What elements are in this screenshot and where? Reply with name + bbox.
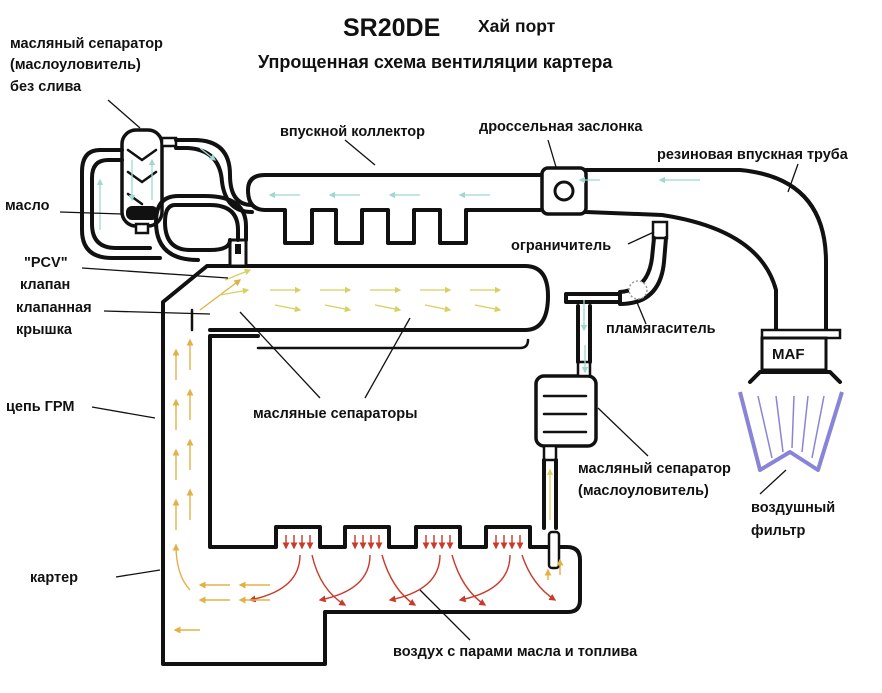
label-left-separator-1: масляный сепаратор — [10, 36, 163, 52]
throttle-plate-icon — [553, 180, 575, 202]
maf-sensor — [760, 336, 828, 372]
leader-lines — [59, 99, 799, 641]
label-right-separator-2: (маслоуловитель) — [578, 483, 709, 499]
left-oil-separator — [120, 128, 178, 235]
label-pcv-1: "PCV" — [24, 255, 68, 271]
label-air-filter-1: воздушный — [751, 500, 835, 516]
hose-pcv-outer — [154, 194, 248, 262]
intake-manifold — [246, 166, 588, 245]
diagram-heading: Упрощенная схема вентиляции картера — [258, 52, 613, 72]
right-separator-outlet — [576, 360, 592, 378]
label-right-separator-1: масляный сепаратор — [578, 461, 731, 477]
label-blowby: воздух с парами масла и топлива — [393, 644, 638, 660]
maf-lower-collar — [748, 370, 842, 384]
left-separator-outlet — [160, 136, 178, 148]
hose-tee-to-restrictor — [618, 236, 668, 306]
blowby-arrows-hot — [248, 535, 557, 606]
label-crankcase: картер — [30, 570, 78, 586]
label-restrictor: ограничитель — [511, 238, 611, 254]
label-valve-cover-2: крышка — [16, 322, 73, 338]
right-separator-baffles — [542, 394, 588, 434]
tee-fitting — [564, 292, 622, 304]
hose-crankcase-to-separator — [542, 458, 558, 530]
label-valve-cover-1: клапанная — [16, 300, 92, 316]
hose-separator-to-tee — [576, 304, 592, 364]
label-oil: масло — [5, 198, 50, 214]
hose-left-loop — [80, 148, 162, 260]
intake-manifold-outline — [246, 173, 542, 245]
engine-block — [161, 238, 582, 666]
label-flame-arrestor: пламягаситель — [606, 321, 716, 337]
hose-separator-to-manifold-outer — [174, 146, 254, 214]
label-left-separator-3: без слива — [10, 79, 82, 95]
engine-outer-outline — [161, 264, 582, 666]
valve-cover-lower-edge — [256, 338, 530, 350]
label-air-filter-2: фильтр — [751, 523, 806, 539]
right-separator-body — [534, 374, 598, 448]
label-rubber-pipe: резиновая впускная труба — [657, 147, 849, 163]
hose-separator-to-manifold — [174, 138, 254, 207]
hose-pcv-to-separator — [163, 203, 240, 252]
oil-reservoir — [126, 206, 158, 220]
intake-pipe-bottom — [584, 210, 778, 332]
diagram-title: SR20DE — [343, 14, 440, 42]
blowby-arrows-oily — [172, 279, 564, 634]
intake-pipe-top — [584, 168, 828, 332]
clean-air-arrows — [96, 147, 700, 374]
label-pcv-2: клапан — [20, 277, 70, 293]
pcv-valve-core — [235, 244, 241, 254]
flame-arrestor — [628, 280, 648, 300]
flow-arrows — [96, 147, 700, 634]
hose-left-loop-inner — [90, 158, 152, 250]
label-throttle: дроссельная заслонка — [479, 119, 643, 135]
intake-pipe: MAF — [584, 168, 844, 472]
label-oil-separators: масляные сепараторы — [253, 406, 417, 422]
label-timing-chain: цепь ГРМ — [6, 399, 74, 415]
label-intake-manifold: впускной коллектор — [280, 124, 425, 140]
label-left-separator-2: (маслоуловитель) — [10, 57, 141, 73]
air-filter — [738, 391, 844, 472]
crankcase-breather-port — [547, 530, 561, 570]
diagram-title-note: Хай порт — [478, 16, 556, 36]
right-separator-inlet — [542, 444, 558, 462]
left-separator-inlet — [134, 222, 150, 235]
blowby-arrows-mixed — [219, 268, 554, 520]
air-filter-pleats — [757, 395, 825, 459]
maf-label: MAF — [772, 346, 805, 363]
valve-cover-outline — [208, 264, 550, 332]
restrictor — [651, 220, 669, 240]
labels: масляный сепаратор (маслоуловитель) без … — [5, 36, 849, 660]
